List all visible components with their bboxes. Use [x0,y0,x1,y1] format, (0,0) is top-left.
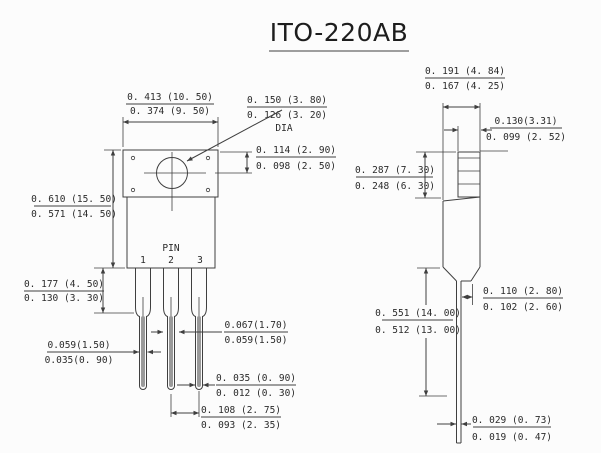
ejector-mark-dot [130,187,136,193]
dim-value-min: 0. 126 (3. 20) [247,110,327,121]
lead-1 [135,268,151,390]
dim-lead-length: 0. 551 (14. 00) 0. 512 (13. 00) [375,267,461,397]
dim-body-depth: 0. 191 (4. 84) 0. 167 (4. 25) [425,66,505,200]
lead-2 [163,268,179,390]
page-title: ITO-220AB [270,18,409,47]
side-lead [456,281,462,444]
dim-lead-offset: 0. 110 (2. 80) 0. 102 (2. 60) [462,284,563,313]
front-body-outline [126,196,216,269]
pin-label: PIN [162,243,179,254]
dim-value-max: 0. 110 (2. 80) [483,286,563,297]
dim-value-max: 0. 191 (4. 84) [425,66,505,77]
side-tab-outline [457,151,481,198]
dim-value-max: 0. 551 (14. 00) [375,308,461,319]
dim-hole-diameter: 0. 150 (3. 80) 0. 126 (3. 20) DIA [186,95,327,162]
dim-tab-height: 0. 287 (7. 30) 0. 248 (6. 30) [355,151,456,199]
dim-value-min: 0. 093 (2. 35) [201,420,281,431]
dim-tab-width: 0. 413 (10. 50) 0. 374 (9. 50) [122,92,219,147]
lead-3 [191,268,207,390]
dim-value-max: 0.059(1.50) [48,340,111,351]
dim-value-min: 0.059(1.50) [225,335,288,346]
ejector-mark-dot [130,155,136,161]
dim-value-min: 0. 167 (4. 25) [425,81,505,92]
dim-lead-tip-width: 0. 035 (0. 90) 0. 012 (0. 30) [177,373,296,399]
side-body-right-chamfer [470,266,481,282]
dim-value-min: 0.035(0. 90) [45,355,114,366]
leader-arrow [186,109,283,162]
dim-value-min: 0. 012 (0. 30) [216,388,296,399]
dim-shoulder-length: 0. 177 (4. 50) 0. 130 (3. 30) [24,268,134,314]
dim-value-max: 0. 108 (2. 75) [201,405,281,416]
dim-value-max: 0. 610 (15. 50) [31,194,117,205]
dim-lead-pitch: 0. 108 (2. 75) 0. 093 (2. 35) [170,391,281,431]
dim-value-max: 0. 413 (10. 50) [127,92,213,103]
dim-value-min: 0. 512 (13. 00) [375,325,461,336]
dim-lead-thickness: 0. 029 (0. 73) 0. 019 (0. 47) [437,415,552,443]
side-body-outline [442,196,481,282]
dim-lead-width-wide: 0.067(1.70) 0.059(1.50) [151,320,288,346]
dim-value-min: 0. 130 (3. 30) [24,293,104,304]
lead-outline [191,268,207,390]
dim-value-max: 0. 029 (0. 73) [472,415,552,426]
pin-number-1: 1 [140,255,146,266]
dim-body-height: 0. 610 (15. 50) 0. 571 (14. 50) [31,149,125,269]
dim-value-min: 0. 019 (0. 47) [472,432,552,443]
dim-value-max: 0. 177 (4. 50) [24,279,104,290]
dim-value-min: 0. 374 (9. 50) [130,106,210,117]
front-tab-outline [122,149,219,198]
dim-value-max: 0. 114 (2. 90) [256,145,336,156]
dim-value-min: 0. 098 (2. 50) [256,161,336,172]
dim-value-max: 0.067(1.70) [225,320,288,331]
dim-lead-width-narrow: 0.059(1.50) 0.035(0. 90) [45,340,161,366]
side-view: 0. 191 (4. 84) 0. 167 (4. 25) 0.130(3.31… [355,66,566,444]
dim-value-max: 0.130(3.31) [495,116,558,127]
drawing-title: ITO-220AB [269,18,409,52]
dim-value-min: 0. 248 (6. 30) [355,181,435,192]
lead-outline [163,268,179,390]
ejector-mark-dot [205,187,211,193]
ejector-mark-dot [205,155,211,161]
dim-hole-offset: 0. 114 (2. 90) 0. 098 (2. 50) [215,145,336,174]
dia-label: DIA [275,123,292,134]
side-body-left-chamfer [442,266,457,282]
lead-outline [135,268,151,390]
pin-number-3: 3 [197,255,203,266]
dim-value-min: 0. 099 (2. 52) [486,132,566,143]
dim-tab-depth: 0.130(3.31) 0. 099 (2. 52) [444,116,566,152]
front-view: PIN 1 2 3 0. 413 (10. 50) 0. 374 (9. 5 [24,92,336,431]
dim-value-min: 0. 571 (14. 50) [31,209,117,220]
pin-number-2: 2 [168,255,174,266]
dim-value-max: 0. 287 (7. 30) [355,165,435,176]
dim-value-max: 0. 150 (3. 80) [247,95,327,106]
dim-value-max: 0. 035 (0. 90) [216,373,296,384]
dim-value-min: 0. 102 (2. 60) [483,302,563,313]
side-body-top-edge [442,196,481,202]
